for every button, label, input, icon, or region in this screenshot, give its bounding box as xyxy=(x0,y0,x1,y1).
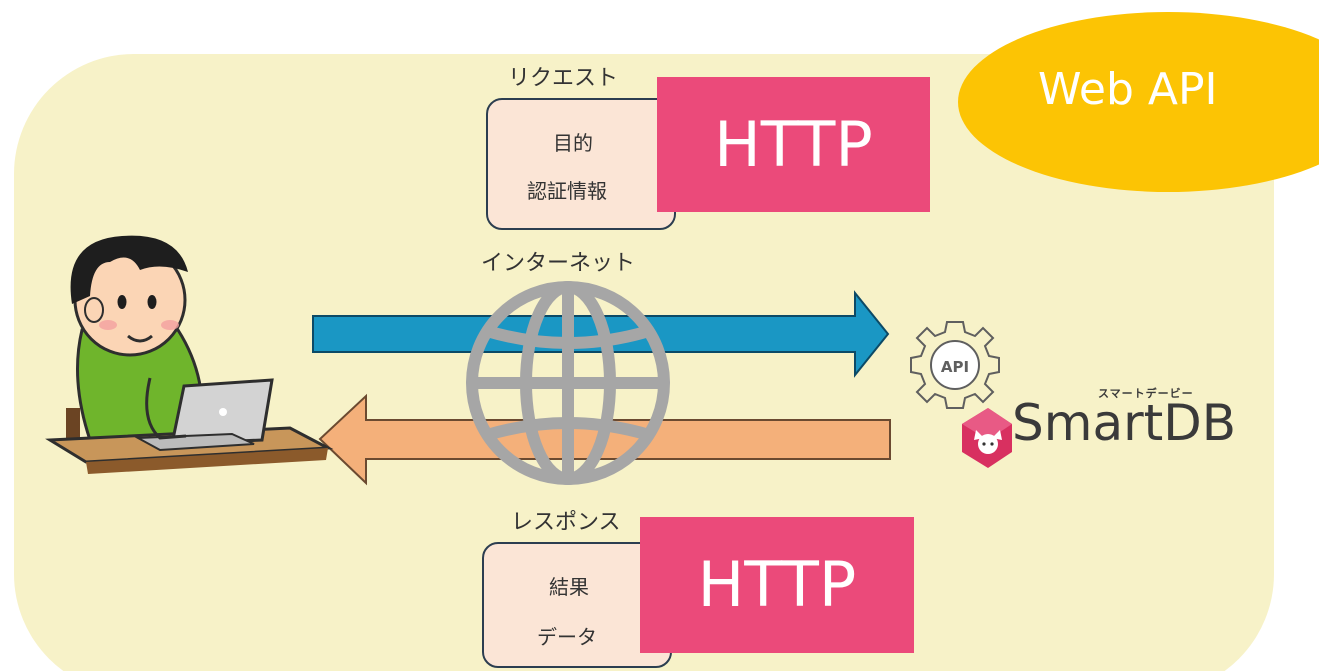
response-caption: レスポンス xyxy=(511,510,621,535)
smartdb-brand-name: SmartDB xyxy=(1012,394,1237,452)
request-http-tag: HTTP xyxy=(657,77,930,212)
response-result-label: 結果 xyxy=(549,575,589,599)
web-api-badge-label: Web API xyxy=(1038,64,1218,115)
globe-icon xyxy=(466,281,670,485)
internet-caption: インターネット xyxy=(481,251,636,276)
response-http-tag: HTTP xyxy=(640,517,914,653)
response-data-label: データ xyxy=(537,625,597,649)
smartdb-ruby-text: スマートデービー xyxy=(1098,387,1194,400)
request-caption: リクエスト xyxy=(508,66,619,91)
request-auth-label: 認証情報 xyxy=(527,179,607,203)
web-api-badge xyxy=(958,12,1319,192)
request-message-box xyxy=(486,98,676,230)
api-gear-label: API xyxy=(941,358,969,376)
request-purpose-label: 目的 xyxy=(553,131,593,155)
